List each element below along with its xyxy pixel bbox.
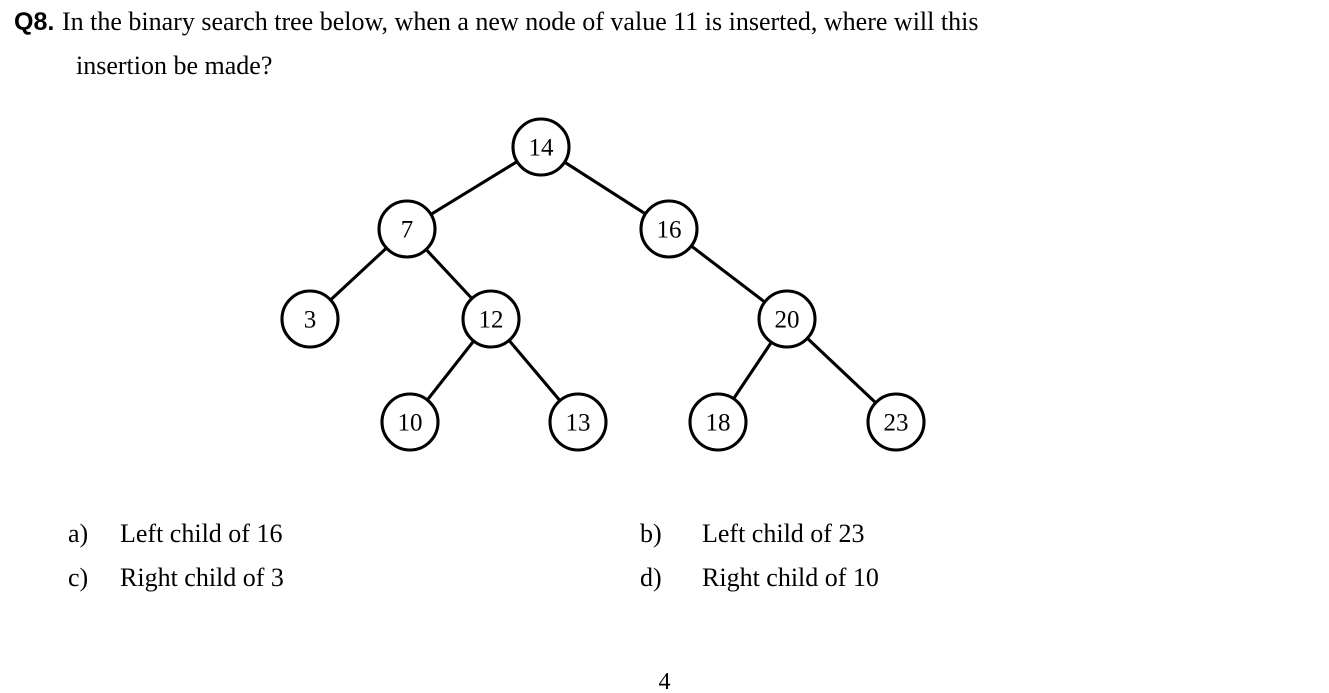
- tree-node-circle-23: [866, 392, 926, 452]
- tree-edge-layer: [327, 159, 879, 406]
- tree-node-12: 12: [461, 289, 521, 349]
- option-a-marker: a): [68, 519, 89, 548]
- question-block: Q8. In the binary search tree below, whe…: [0, 0, 1329, 88]
- tree-node-14: 14: [511, 117, 571, 177]
- tree-edge-12-to-10: [424, 338, 477, 403]
- tree-edge-20-to-23: [804, 335, 879, 406]
- tree-node-label-20: 20: [775, 307, 800, 334]
- option-c-text: Right child of 3: [120, 563, 284, 592]
- tree-node-label-13: 13: [566, 410, 591, 437]
- tree-node-circle-20: [757, 289, 817, 349]
- option-row-1: a) Left child of 16 b) Left child of 23: [0, 512, 1329, 556]
- tree-node-3: 3: [280, 289, 340, 349]
- question-text-line-2: insertion be made?: [76, 51, 273, 80]
- tree-edge-20-to-18: [731, 339, 774, 402]
- question-number-label: Q8.: [14, 8, 55, 36]
- tree-node-circle-3: [280, 289, 340, 349]
- question-first-line: Q8. In the binary search tree below, whe…: [0, 0, 1329, 44]
- tree-node-layer: 14 7 16 3 12 20 10 13 18 23: [280, 117, 926, 452]
- answer-options: a) Left child of 16 b) Left child of 23 …: [0, 512, 1329, 600]
- option-d-marker: d): [640, 563, 662, 592]
- binary-search-tree-diagram: 14 7 16 3 12 20 10 13 18 23: [0, 108, 1329, 488]
- tree-edge-14-to-16: [561, 159, 649, 217]
- tree-node-circle-18: [688, 392, 748, 452]
- tree-node-circle-12: [461, 289, 521, 349]
- tree-node-23: 23: [866, 392, 926, 452]
- page-number: 4: [658, 669, 671, 693]
- tree-edge-14-to-7: [428, 159, 520, 217]
- tree-node-label-3: 3: [304, 307, 317, 334]
- tree-node-label-12: 12: [479, 307, 504, 334]
- question-text-line-1: In the binary search tree below, when a …: [62, 7, 979, 36]
- option-row-2: c) Right child of 3 d) Right child of 10: [0, 556, 1329, 600]
- option-b-marker: b): [640, 519, 662, 548]
- tree-edge-7-to-3: [327, 245, 390, 303]
- option-d[interactable]: d) Right child of 10: [620, 556, 1320, 600]
- tree-node-label-7: 7: [401, 217, 414, 244]
- tree-node-label-10: 10: [398, 410, 423, 437]
- tree-node-16: 16: [639, 199, 699, 259]
- option-b-text: Left child of 23: [702, 519, 865, 548]
- tree-node-13: 13: [548, 392, 608, 452]
- option-a[interactable]: a) Left child of 16: [0, 512, 620, 556]
- option-c-marker: c): [68, 563, 89, 592]
- option-d-text: Right child of 10: [702, 563, 879, 592]
- tree-node-7: 7: [377, 199, 437, 259]
- tree-node-label-23: 23: [884, 410, 909, 437]
- tree-node-circle-14: [511, 117, 571, 177]
- tree-node-20: 20: [757, 289, 817, 349]
- option-b[interactable]: b) Left child of 23: [620, 512, 1320, 556]
- option-c[interactable]: c) Right child of 3: [0, 556, 620, 600]
- tree-node-circle-16: [639, 199, 699, 259]
- tree-node-label-18: 18: [706, 410, 731, 437]
- tree-node-circle-10: [380, 392, 440, 452]
- tree-node-18: 18: [688, 392, 748, 452]
- tree-node-circle-7: [377, 199, 437, 259]
- tree-svg-canvas: 14 7 16 3 12 20 10 13 18 23: [280, 117, 926, 452]
- tree-edge-12-to-13: [506, 337, 563, 404]
- tree-node-label-14: 14: [529, 135, 555, 162]
- tree-node-label-16: 16: [657, 217, 682, 244]
- tree-node-circle-13: [548, 392, 608, 452]
- tree-edge-16-to-20: [688, 243, 768, 305]
- tree-edge-7-to-12: [423, 246, 475, 302]
- option-a-text: Left child of 16: [120, 519, 283, 548]
- tree-node-10: 10: [380, 392, 440, 452]
